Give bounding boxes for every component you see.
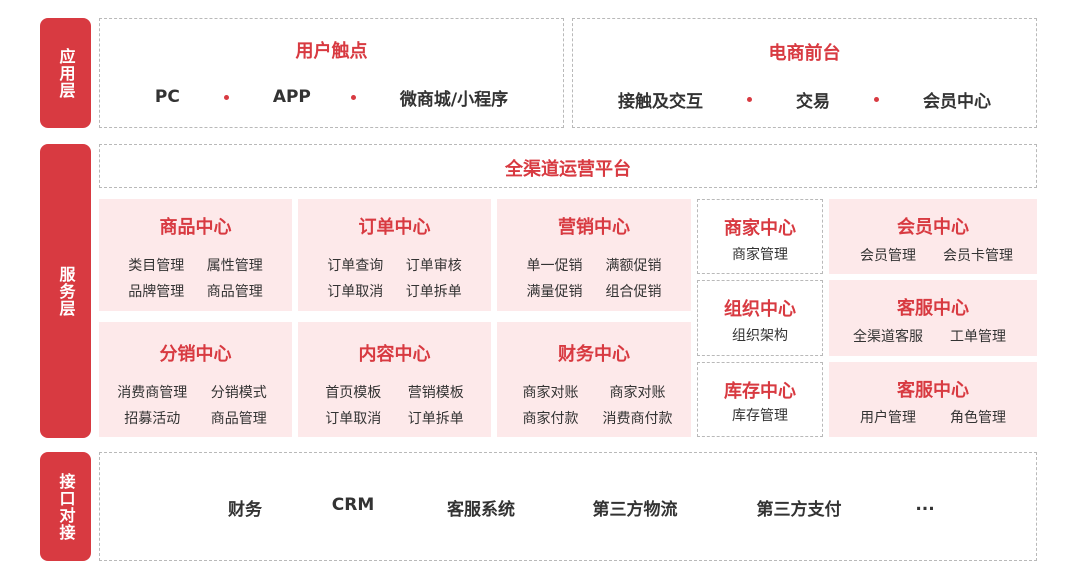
module-item: 商品管理: [206, 284, 263, 300]
center-sub: 商家管理: [732, 247, 788, 263]
module-title: 内容中心: [358, 344, 431, 365]
center-title: 会员中心: [897, 217, 969, 238]
merchant-center-box: 商家中心 商家管理: [697, 199, 823, 274]
service-center-box-1: 客服中心 全渠道客服 工单管理: [829, 280, 1037, 356]
module-item: 商品管理: [210, 411, 267, 427]
module-item: 商家付款: [522, 411, 579, 427]
center-title: 客服中心: [897, 380, 969, 401]
module-item: 品牌管理: [128, 284, 185, 300]
module-item: 单一促销: [526, 258, 583, 274]
module-item: 订单审核: [405, 258, 462, 274]
module-items: 类目管理 属性管理 品牌管理 商品管理: [99, 255, 292, 301]
module-items: 消费商管理 分销模式 招募活动 商品管理: [99, 382, 292, 428]
module-title: 财务中心: [558, 344, 630, 365]
user-touch-title: 用户触点: [295, 41, 368, 62]
layer-label-app: 应用层: [40, 18, 91, 128]
center-item: 会员卡管理: [943, 248, 1013, 264]
bullet-dot: [223, 94, 229, 100]
module-item: 类目管理: [128, 258, 185, 274]
module-marketing-center: 营销中心 单一促销 满额促销 满量促销 组合促销: [497, 199, 691, 311]
center-title: 商家中心: [724, 218, 796, 239]
module-item: 订单拆单: [405, 284, 462, 300]
module-item: 消费商管理: [117, 385, 188, 401]
module-item: 订单取消: [327, 284, 384, 300]
ecom-front-items: 接触及交互 交易 会员中心: [573, 87, 1036, 112]
interface-item-more: ...: [915, 495, 935, 515]
layer-label-service: 服务层: [40, 144, 91, 438]
module-items: 订单查询 订单审核 订单取消 订单拆单: [298, 255, 491, 301]
interface-item-payment: 第三方支付: [756, 500, 842, 520]
interface-item-finance: 财务: [228, 500, 262, 520]
layer-label-service-text: 服务层: [56, 265, 76, 317]
platform-banner: 全渠道运营平台: [99, 144, 1037, 188]
module-item: 组合促销: [605, 284, 662, 300]
center-item: 角色管理: [950, 410, 1006, 426]
module-item: 商家对账: [522, 385, 579, 401]
center-title: 库存中心: [724, 381, 796, 402]
org-center-box: 组织中心 组织架构: [697, 280, 823, 356]
interface-item-cs-system: 客服系统: [447, 500, 515, 520]
user-touch-items: PC APP 微商城/小程序: [100, 85, 563, 110]
module-item: 商家对账: [609, 385, 666, 401]
module-item: 消费商付款: [602, 411, 673, 427]
center-sub: 组织架构: [732, 328, 788, 344]
module-item: 满量促销: [526, 284, 583, 300]
module-items: 首页模板 营销模板 订单取消 订单拆单: [298, 382, 491, 428]
center-title: 客服中心: [897, 298, 969, 319]
interface-item-logistics: 第三方物流: [592, 500, 678, 520]
module-item: 首页模板: [325, 385, 382, 401]
module-order-center: 订单中心 订单查询 订单审核 订单取消 订单拆单: [298, 199, 491, 311]
bullet-dot: [747, 96, 752, 102]
user-touch-item: 微商城/小程序: [399, 89, 509, 110]
module-title: 商品中心: [159, 217, 232, 238]
module-title: 分销中心: [159, 344, 232, 365]
module-items: 商家对账 商家对账 商家付款 消费商付款: [497, 382, 691, 428]
module-item: 订单拆单: [407, 411, 464, 427]
module-distribution-center: 分销中心 消费商管理 分销模式 招募活动 商品管理: [99, 322, 292, 437]
ecom-front-box: 电商前台 接触及交互 交易 会员中心: [572, 18, 1037, 128]
module-item: 属性管理: [206, 258, 263, 274]
service-center-box-2: 客服中心 用户管理 角色管理: [829, 362, 1037, 437]
layer-label-app-text: 应用层: [56, 47, 76, 99]
module-item: 营销模板: [407, 385, 464, 401]
interface-box: 财务 CRM 客服系统 第三方物流 第三方支付 ...: [99, 452, 1037, 561]
center-title: 组织中心: [724, 299, 796, 320]
inventory-center-box: 库存中心 库存管理: [697, 362, 823, 437]
ecom-front-item: 接触及交互: [618, 91, 703, 112]
layer-label-interface-text: 接口对接: [56, 472, 76, 541]
center-item: 工单管理: [950, 329, 1006, 345]
module-finance-center: 财务中心 商家对账 商家对账 商家付款 消费商付款: [497, 322, 691, 437]
module-content-center: 内容中心 首页模板 营销模板 订单取消 订单拆单: [298, 322, 491, 437]
platform-title: 全渠道运营平台: [505, 159, 631, 180]
user-touch-item: PC: [154, 87, 180, 107]
layer-label-interface: 接口对接: [40, 452, 91, 561]
center-item: 全渠道客服: [853, 329, 923, 345]
module-title: 营销中心: [558, 217, 630, 238]
module-title: 订单中心: [358, 217, 431, 238]
bullet-dot: [874, 96, 879, 102]
module-goods-center: 商品中心 类目管理 属性管理 品牌管理 商品管理: [99, 199, 292, 311]
center-items: 会员管理 会员卡管理: [829, 245, 1037, 265]
interface-item-crm: CRM: [331, 495, 375, 515]
center-item: 会员管理: [860, 248, 916, 264]
center-items: 用户管理 角色管理: [829, 407, 1037, 427]
user-touch-box: 用户触点 PC APP 微商城/小程序: [99, 18, 564, 128]
ecom-front-item: 交易: [796, 91, 830, 112]
ecom-front-title: 电商前台: [768, 43, 841, 64]
center-sub: 库存管理: [732, 408, 788, 424]
ecom-front-item: 会员中心: [923, 91, 991, 112]
bullet-dot: [350, 94, 356, 100]
module-item: 招募活动: [124, 411, 181, 427]
center-items: 全渠道客服 工单管理: [829, 326, 1037, 346]
module-item: 满额促销: [605, 258, 662, 274]
module-items: 单一促销 满额促销 满量促销 组合促销: [497, 255, 691, 301]
module-item: 订单取消: [325, 411, 382, 427]
user-touch-item: APP: [272, 87, 311, 107]
member-center-box: 会员中心 会员管理 会员卡管理: [829, 199, 1037, 274]
module-item: 分销模式: [210, 385, 267, 401]
module-item: 订单查询: [327, 258, 384, 274]
center-item: 用户管理: [860, 410, 916, 426]
interface-items: 财务 CRM 客服系统 第三方物流 第三方支付 ...: [100, 495, 1036, 520]
